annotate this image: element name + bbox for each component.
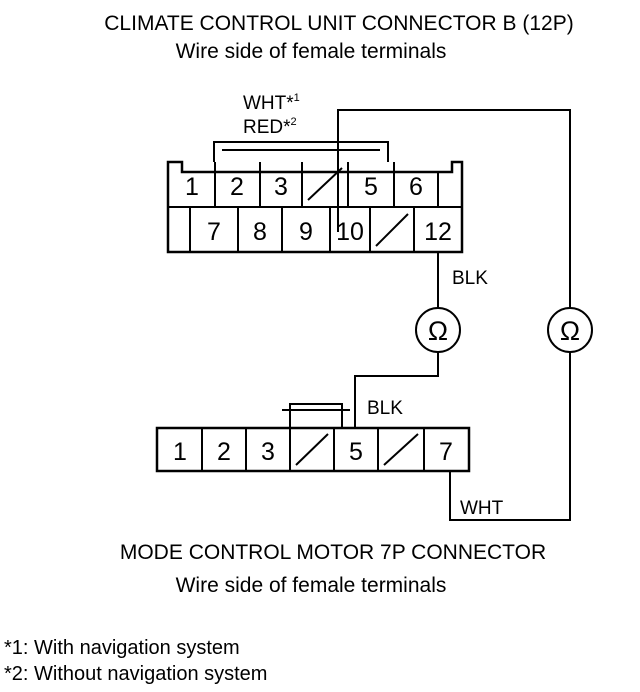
b-pin-8: 8 [253,218,267,246]
m-pin-7: 7 [439,438,453,466]
motor-connector-title: MODE CONTROL MOTOR 7P CONNECTOR [120,541,546,564]
b-pin-12: 12 [424,218,452,246]
ohmmeter-left: Ω [415,307,461,353]
m-pin-5: 5 [349,438,363,466]
b-pin-5: 5 [364,173,378,201]
m-pin-2: 2 [217,438,231,466]
wire-label-blk-lower: BLK [367,398,403,419]
footnote-1: *1: With navigation system [4,637,240,659]
connector-b-title: CLIMATE CONTROL UNIT CONNECTOR B (12P) [104,12,573,35]
wire-wht-pin10 [337,109,571,308]
motor-connector-subtitle: Wire side of female terminals [176,574,447,597]
m-pin-1: 1 [173,438,187,466]
b-pin-10: 10 [336,218,364,246]
wire-label-red: RED*2 [243,116,297,138]
connector-b-subtitle: Wire side of female terminals [176,40,447,63]
b-pin-1: 1 [185,173,199,201]
ohm-icon: Ω [560,316,580,346]
b-pin-6: 6 [409,173,423,201]
ohm-icon: Ω [428,316,448,346]
ohmmeter-right: Ω [547,307,593,353]
wire-label-blk-upper: BLK [452,268,488,289]
b-pin-2: 2 [230,173,244,201]
b-pin-7: 7 [207,218,221,246]
wire-wht-motor-pin7 [449,352,571,521]
wire-label-wht: WHT [460,498,504,519]
motor-connector-7p [155,403,471,473]
m-pin-3: 3 [261,438,275,466]
b-pin-3: 3 [274,173,288,201]
footnote-2: *2: Without navigation system [4,663,267,685]
wire-label-wht: WHT*1 [243,92,300,114]
wire-blk-motor-pin5 [354,352,439,428]
connector-b-12p [166,141,464,254]
b-pin-9: 9 [299,218,313,246]
